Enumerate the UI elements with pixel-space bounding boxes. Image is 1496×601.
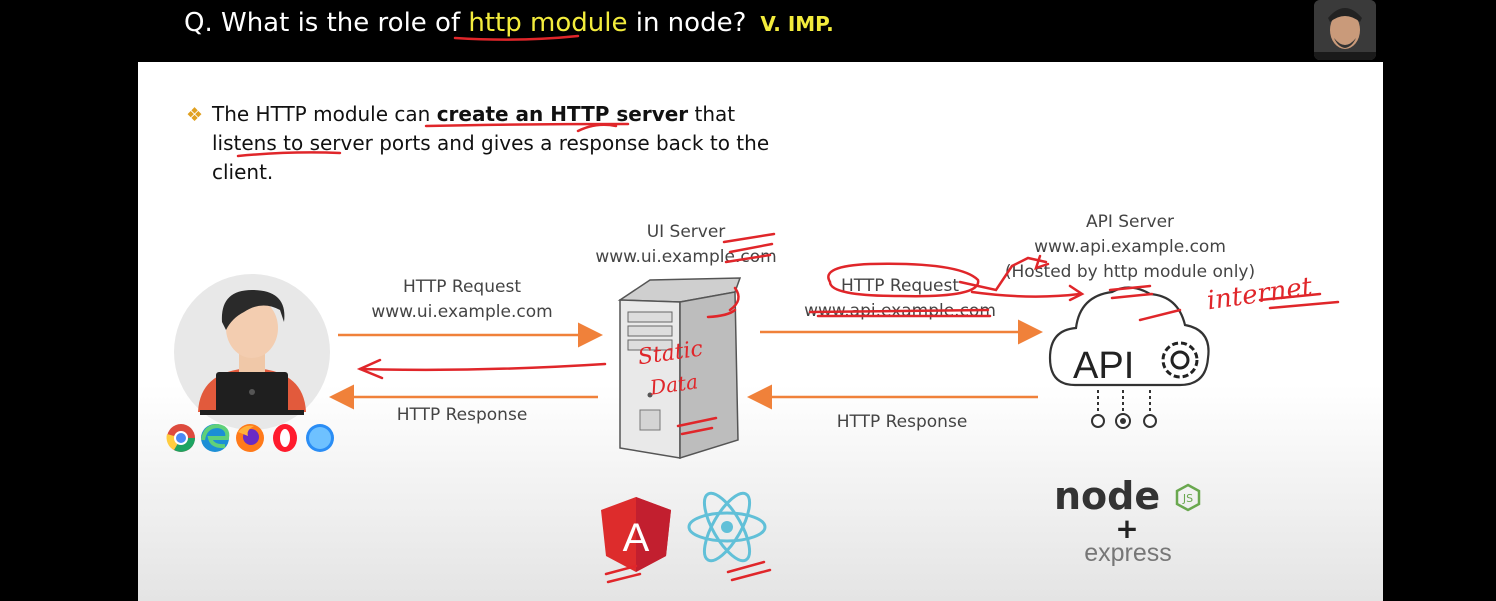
chrome-icon [166,424,195,452]
bullet-text-part1: The HTTP module can [212,102,437,126]
question-title: Q. What is the role of http module in no… [184,8,834,38]
ui-server-icon [617,277,742,460]
client-request-url: www.ui.example.com [371,302,553,322]
react-logo [687,491,767,563]
client-response-title: HTTP Response [396,405,528,425]
server-request-title: HTTP Request [841,276,959,296]
ink-annotations [236,34,1340,584]
opera-icon [273,424,297,452]
safari-icon [306,424,334,452]
ui-server-title: UI Server [646,222,726,242]
express-logo: express [1084,539,1172,567]
node-logo: node JS + express [1054,474,1201,567]
question-highlight: http module [468,8,628,38]
api-badge-text: API [1073,345,1134,387]
server-response-label: HTTP Response [802,410,1002,435]
node-logo-text: node [1054,474,1160,518]
question-suffix: in node? [627,8,747,38]
top-bar: Q. What is the role of http module in no… [0,0,1496,62]
api-server-label: API Server www.api.example.com (Hosted b… [1000,210,1260,285]
bullet-text-part2: that listens to server ports and gives a… [212,102,770,184]
api-cloud-icon: API [1048,286,1210,429]
presenter-avatar [1314,0,1376,60]
bullet-text-bold: create an HTTP server [436,102,689,126]
node-js-badge: JS [1182,492,1193,505]
user-avatar [174,274,330,430]
api-server-title: API Server [1085,212,1175,232]
angular-letter: A [623,516,650,560]
bullet-icon: ❖ [186,104,204,126]
client-request-label: HTTP Request www.ui.example.com [362,275,562,325]
client-request-title: HTTP Request [403,277,521,297]
angular-logo: A [601,497,671,572]
api-server-note: (Hosted by http module only) [1004,262,1256,282]
plus-sign: + [1115,512,1138,545]
api-server-url: www.api.example.com [1034,237,1226,257]
client-response-label: HTTP Response [362,403,562,428]
ink-internet: internet [1205,272,1315,317]
question-prefix: Q. What is the role of [184,8,469,38]
firefox-icon [236,424,264,452]
edge-icon [201,423,230,452]
server-response-title: HTTP Response [836,412,968,432]
bullet-text: The HTTP module can create an HTTP serve… [212,100,772,187]
importance-badge: V. IMP. [760,12,834,36]
